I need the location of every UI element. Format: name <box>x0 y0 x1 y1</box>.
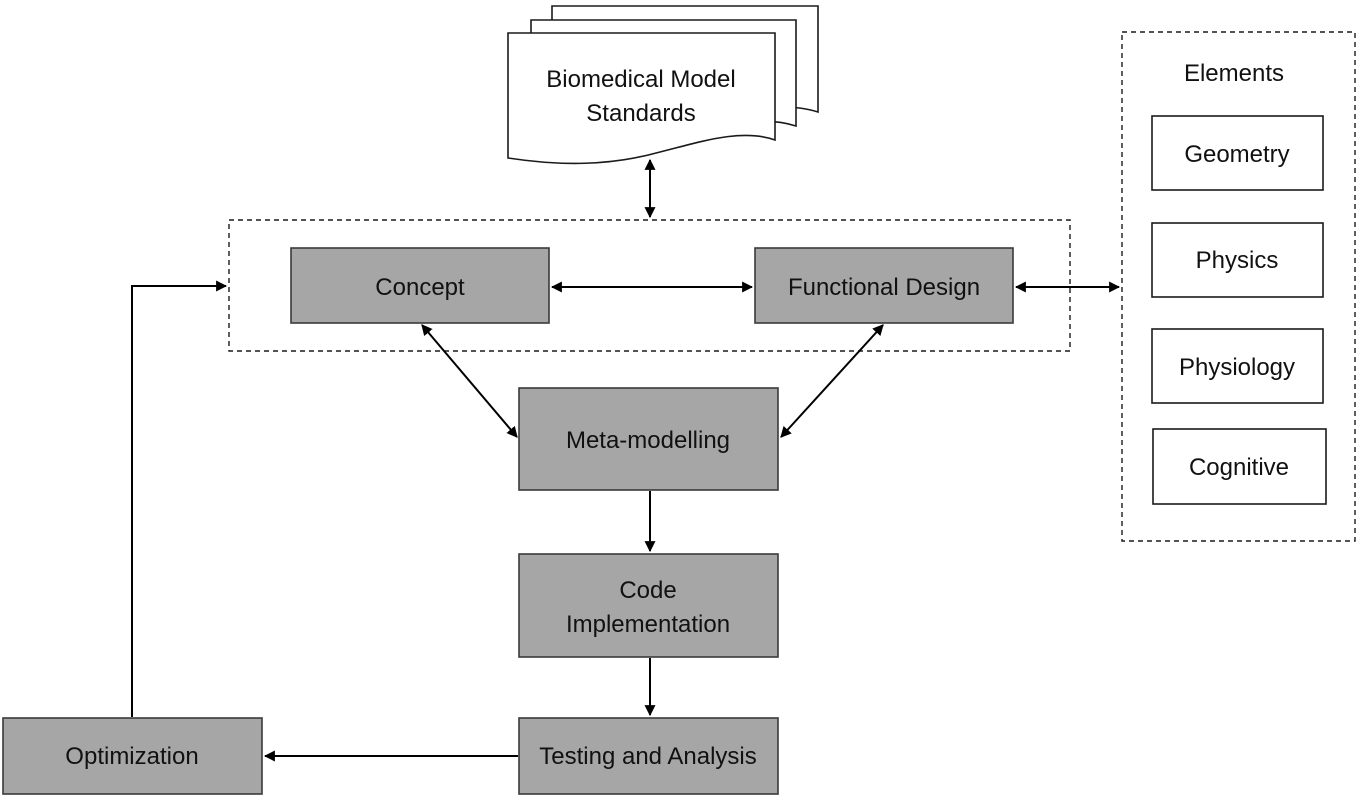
element-geometry-box <box>1151 115 1324 191</box>
functional-design-node: Functional Design <box>754 247 1014 324</box>
optimization-node: Optimization <box>2 717 263 795</box>
optimization-label: Optimization <box>65 743 198 770</box>
element-cognitive-box <box>1152 428 1327 505</box>
code-label-line2: Implementation <box>566 611 730 638</box>
element-cognitive-label: Cognitive <box>1189 454 1289 481</box>
standards-document-stack: Biomedical Model Standards <box>507 5 819 165</box>
functional-meta-arrow <box>780 324 884 438</box>
element-physics-box <box>1151 222 1324 298</box>
elements-panel: Elements Geometry Physics Physiology Cog… <box>1121 31 1356 542</box>
testing-analysis-node: Testing and Analysis <box>518 717 779 795</box>
standards-label-line2: Standards <box>586 100 695 127</box>
code-implementation-node: Code Implementation <box>518 553 779 658</box>
elements-title: Elements <box>1184 60 1284 87</box>
element-physiology-box <box>1151 328 1324 404</box>
element-geometry-label: Geometry <box>1184 141 1289 168</box>
concept-label: Concept <box>375 274 465 301</box>
code-label-line1: Code <box>619 577 676 604</box>
standards-label-line1: Biomedical Model <box>546 66 735 93</box>
meta-modelling-node: Meta-modelling <box>518 387 779 491</box>
testing-label: Testing and Analysis <box>539 743 756 770</box>
optimization-feedback-arrow <box>131 280 228 717</box>
element-physiology-label: Physiology <box>1179 354 1295 381</box>
concept-meta-arrow <box>421 324 518 438</box>
functional-design-label: Functional Design <box>788 274 980 301</box>
element-physics-label: Physics <box>1196 247 1279 274</box>
concept-node: Concept <box>290 247 550 324</box>
meta-modelling-label: Meta-modelling <box>566 427 730 454</box>
